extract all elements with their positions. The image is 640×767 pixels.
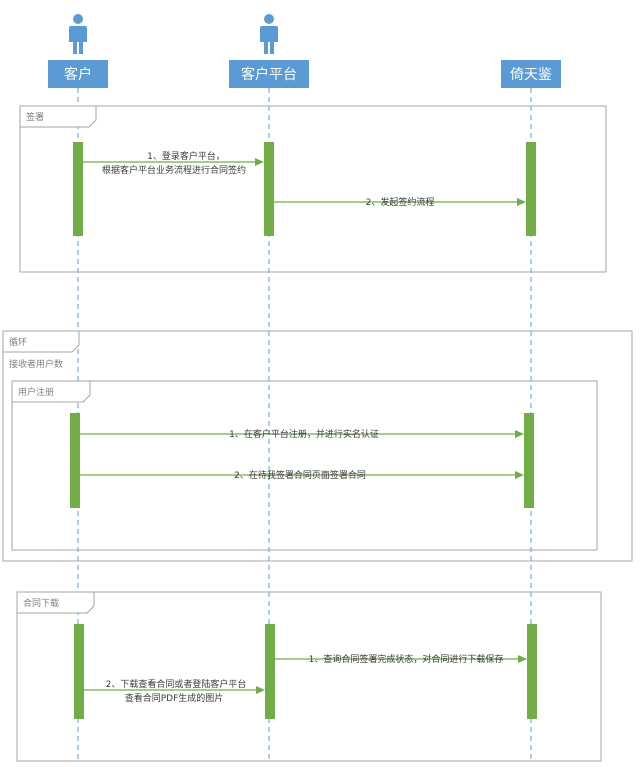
message-label: 2、在待我签署合同页面签署合同 <box>234 469 366 481</box>
message-arrow: 2、下载查看合同或者登陆客户平台 查看合同PDF生成的图片 <box>84 678 265 704</box>
fragment-label: 用户注册 <box>18 386 54 398</box>
message-label: 2、下载查看合同或者登陆客户平台 <box>106 678 247 690</box>
fragment-sign: 签署 <box>19 105 607 273</box>
fragment-loop: 循环 接收者用户数 <box>2 330 633 562</box>
participant-label: 客户平台 <box>241 66 297 83</box>
fragment-label: 循环 <box>9 336 27 348</box>
activation-bar <box>526 142 536 236</box>
message-arrow: 1、在客户平台注册，并进行实名认证 <box>80 428 524 440</box>
message-label: 1、在客户平台注册，并进行实名认证 <box>229 428 379 440</box>
message-arrow: 2、发起签约流程 <box>274 196 526 208</box>
message-arrow: 2、在待我签署合同页面签署合同 <box>80 469 524 481</box>
message-label: 1、登录客户平台， <box>147 150 225 162</box>
activation-bar <box>73 142 83 236</box>
person-icon <box>69 14 87 54</box>
message-label: 根据客户平台业务流程进行合同签约 <box>102 164 246 176</box>
fragment-register: 用户注册 <box>11 380 598 551</box>
message-label: 2、发起签约流程 <box>366 196 435 208</box>
participant-label: 倚天鉴 <box>510 67 552 83</box>
participant-customer: 客户 <box>48 60 108 88</box>
loop-condition: 接收者用户数 <box>9 358 63 370</box>
message-label: 1、查询合同签署完成状态，对合同进行下载保存 <box>309 653 504 665</box>
message-arrow: 1、查询合同签署完成状态，对合同进行下载保存 <box>275 653 527 665</box>
participant-label: 客户 <box>64 66 92 83</box>
activation-bar <box>527 624 537 719</box>
person-icon <box>260 14 278 54</box>
participant-platform: 客户平台 <box>229 60 309 88</box>
message-label: 查看合同PDF生成的图片 <box>125 692 224 704</box>
activation-bar <box>70 413 80 508</box>
fragment-download: 合同下载 <box>16 591 602 762</box>
activation-bar <box>74 624 84 719</box>
participant-yitianjian: 倚天鉴 <box>501 60 561 88</box>
activation-bar <box>265 624 275 719</box>
message-arrow: 1、登录客户平台， 根据客户平台业务流程进行合同签约 <box>83 150 264 176</box>
fragment-label: 签署 <box>26 111 44 123</box>
activation-bar <box>524 413 534 508</box>
fragment-label: 合同下载 <box>23 597 59 609</box>
activation-bar <box>264 142 274 236</box>
